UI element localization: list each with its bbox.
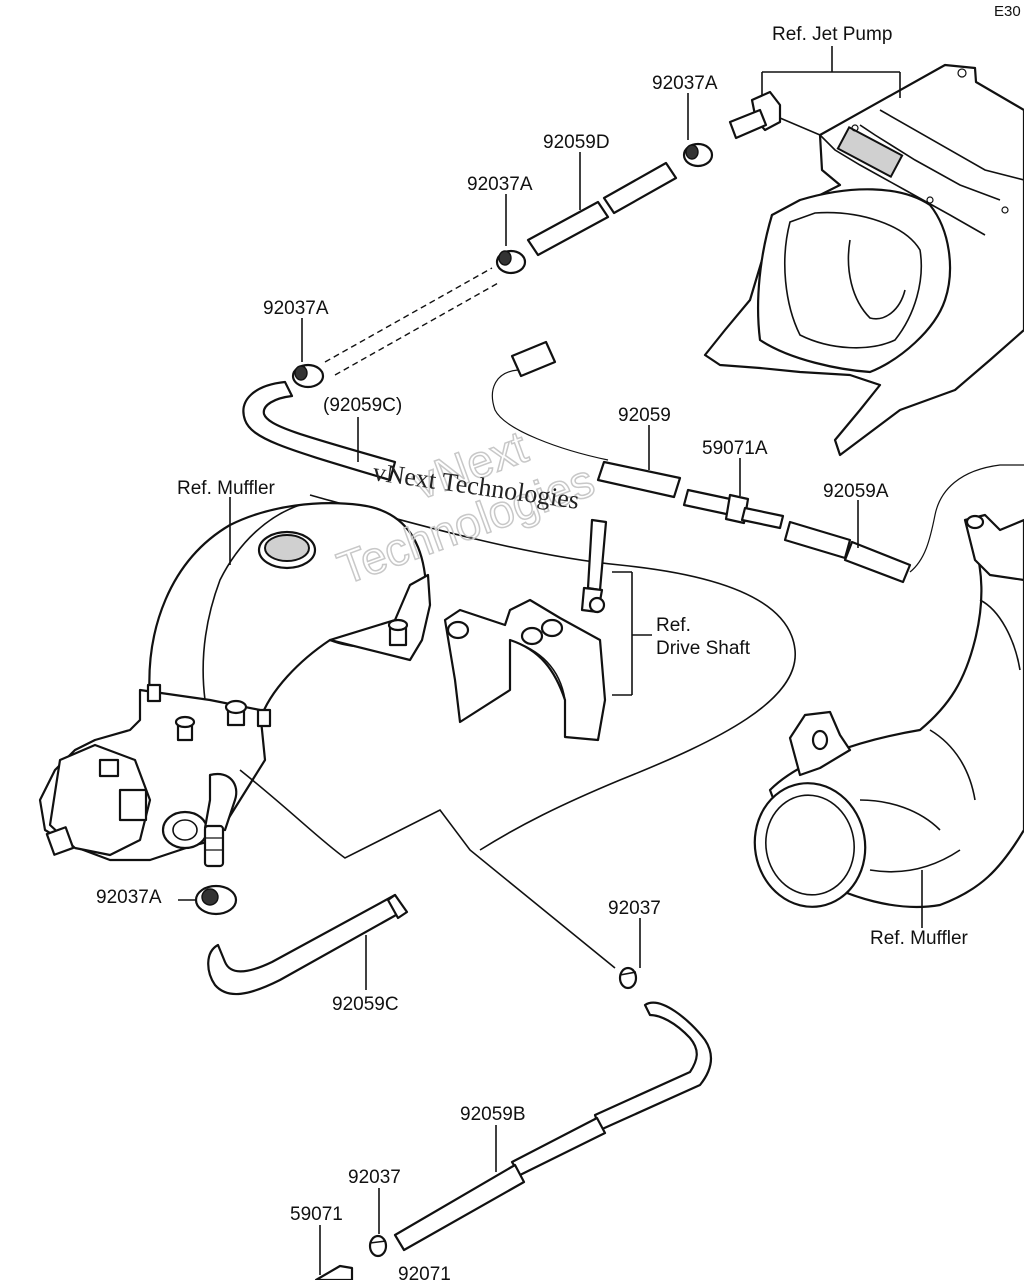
muffler-right	[753, 513, 1024, 908]
clamp-92037A-left	[291, 363, 325, 389]
muffler-lines	[239, 769, 616, 969]
label-92059B: 92059B	[460, 1104, 526, 1125]
label-92059A: 92059A	[823, 481, 889, 502]
clamp-92037-right	[618, 966, 638, 990]
clamp-92037A-top	[682, 142, 714, 168]
hose-dashed	[324, 267, 501, 376]
label-92037A-left: 92037A	[263, 298, 329, 319]
labels: E30 Ref. Jet Pump 92037A 92059D 92037A 9…	[96, 3, 1021, 1280]
label-ref-jet-pump: Ref. Jet Pump	[772, 24, 892, 45]
ref-jet-pump-bracket	[761, 46, 901, 98]
label-92071: 92071	[398, 1264, 451, 1280]
drive-shaft-bracket	[443, 598, 607, 742]
label-92037A-top: 92037A	[652, 73, 718, 94]
hose-92059B	[393, 1001, 713, 1252]
hose-line-mid	[491, 369, 609, 461]
label-ref-drive-shaft-1: Ref.	[656, 615, 691, 636]
label-92037A-mid: 92037A	[467, 174, 533, 195]
hose-line-right	[909, 464, 1024, 573]
leader-lines	[229, 93, 923, 1275]
label-ref-muffler-right: Ref. Muffler	[870, 928, 969, 949]
muffler-left	[38, 502, 432, 868]
hose-92059	[596, 460, 682, 499]
label-92059: 92059	[618, 405, 671, 426]
label-ref-muffler-left: Ref. Muffler	[177, 478, 276, 499]
hose-92059D	[526, 161, 678, 257]
corner-code: E30	[994, 3, 1021, 20]
hose-92059C-upper	[242, 380, 397, 482]
label-92059C: 92059C	[332, 994, 399, 1015]
label-92059C-paren: (92059C)	[323, 395, 402, 416]
hose-line-long	[309, 494, 796, 851]
jet-pump-fitting	[728, 90, 821, 140]
jet-pump	[703, 63, 1024, 457]
label-92059D: 92059D	[543, 132, 610, 153]
fitting-59071A	[682, 488, 785, 530]
label-92037-bottom: 92037	[348, 1167, 401, 1188]
hose-end-mid	[510, 340, 557, 378]
hose-92059A	[783, 520, 912, 584]
clamp-92037A-mid	[495, 249, 527, 275]
fitting-59071	[314, 1264, 354, 1280]
clamp-92037-bottom	[368, 1234, 388, 1258]
label-59071: 59071	[290, 1204, 343, 1225]
clamp-92037A-bottom	[178, 884, 238, 916]
drive-shaft-rod	[580, 518, 608, 614]
label-92037A-bottom: 92037A	[96, 887, 162, 908]
ref-drive-shaft-bracket	[612, 571, 652, 696]
label-59071A: 59071A	[702, 438, 768, 459]
label-ref-drive-shaft-2: Drive Shaft	[656, 638, 751, 659]
hose-92059C	[207, 893, 409, 996]
label-92037-right: 92037	[608, 898, 661, 919]
